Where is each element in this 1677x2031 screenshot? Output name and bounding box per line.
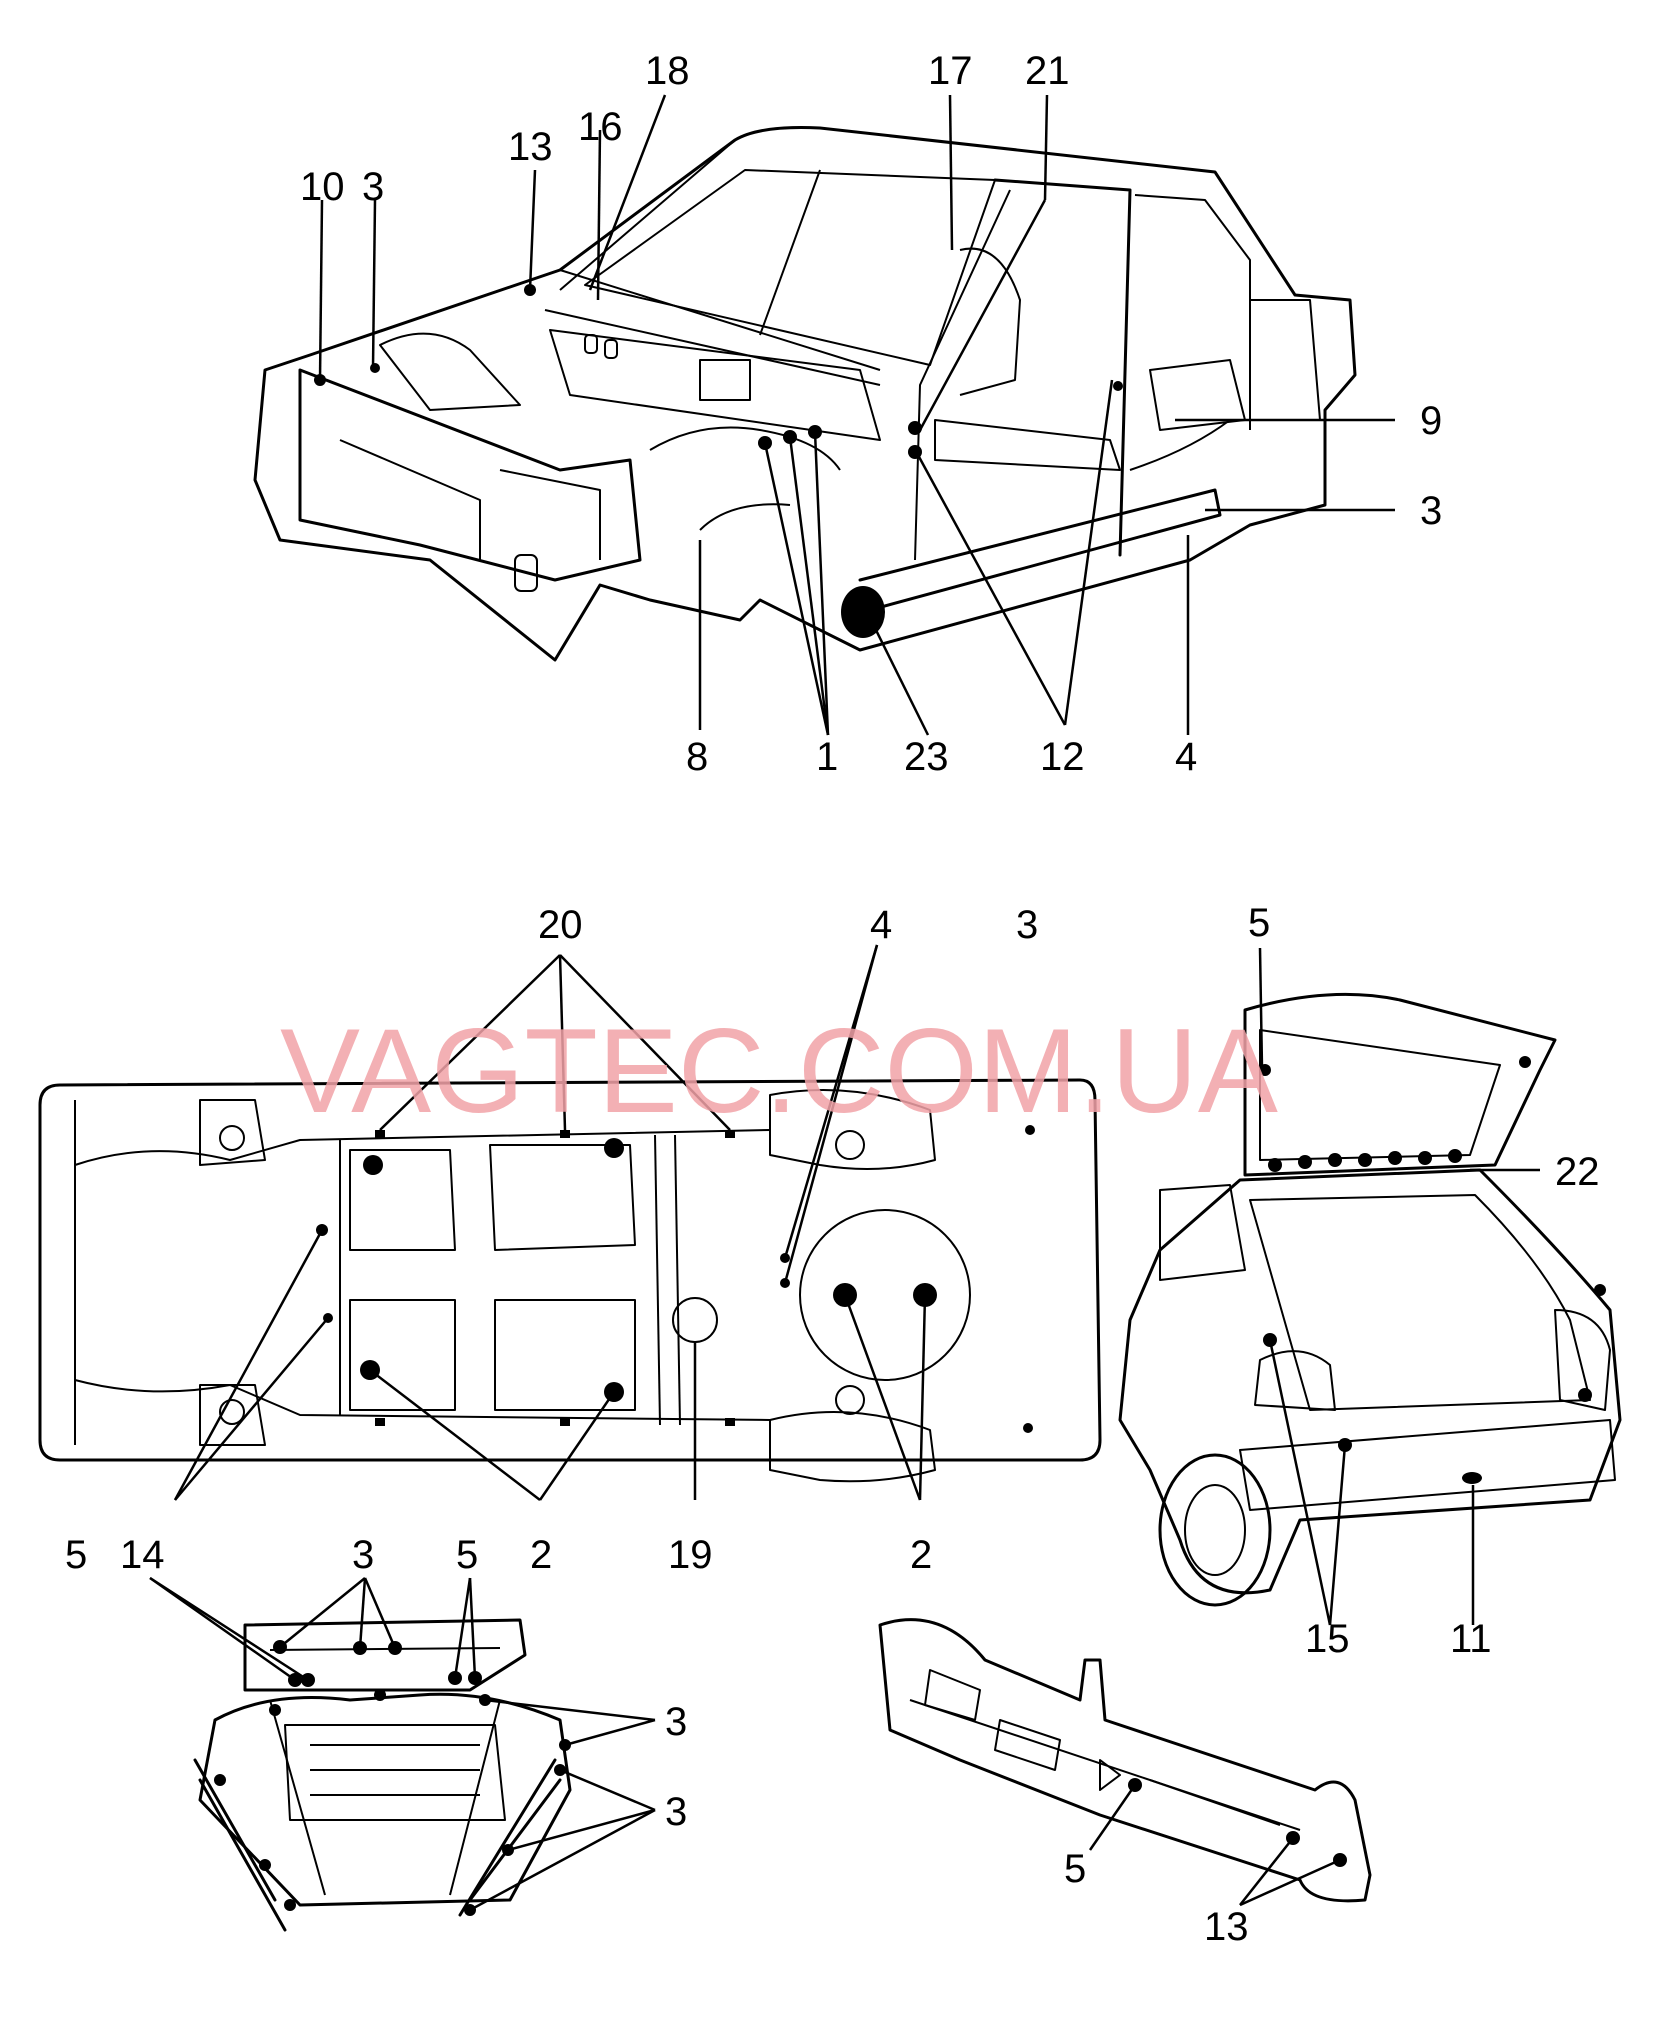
rear-hatch-view <box>1118 992 1622 1607</box>
rear-bumper-panel-view <box>878 1618 1372 1903</box>
callout-3d: 3 <box>352 1533 374 1577</box>
callout-16: 16 <box>578 105 623 149</box>
callout-5b: 5 <box>1248 901 1270 945</box>
callout-2b: 2 <box>910 1533 932 1577</box>
car-body-front-leaders <box>318 94 1395 736</box>
floor-pan-leaders <box>173 944 927 1501</box>
floor-pan-view <box>38 1078 1102 1483</box>
callout-1: 1 <box>816 735 838 779</box>
callout-3c: 3 <box>1016 903 1038 947</box>
rear-hatch-leaders <box>1258 947 1540 1626</box>
callout-3b: 3 <box>1420 489 1442 533</box>
rear-bumper-leaders <box>1088 1784 1341 1907</box>
floor-pan-callouts: 20 4 3 14 2 19 2 5 <box>65 903 1038 1577</box>
callout-5c: 5 <box>456 1533 478 1577</box>
callout-9: 9 <box>1420 399 1442 443</box>
callout-2: 2 <box>530 1533 552 1577</box>
watermark: VAGTEC.COM.UA <box>280 1004 1278 1138</box>
callout-14: 14 <box>120 1533 165 1577</box>
callout-8: 8 <box>686 735 708 779</box>
front-underbody-callouts: 3 5 3 3 <box>352 1533 687 1834</box>
callout-13: 13 <box>508 125 553 169</box>
callout-18: 18 <box>645 49 690 93</box>
rear-bumper-callouts: 5 13 <box>1064 1847 1249 1949</box>
rear-hatch-callouts: 5 22 15 11 <box>1248 901 1600 1661</box>
callout-13b: 13 <box>1204 1905 1249 1949</box>
car-body-front-callouts: 18 17 21 16 13 10 3 9 3 8 1 23 12 4 <box>300 49 1442 779</box>
callout-5: 5 <box>65 1533 87 1577</box>
callout-19: 19 <box>668 1533 713 1577</box>
front-underbody-leaders <box>149 1576 656 1912</box>
callout-3e: 3 <box>665 1700 687 1744</box>
callout-4: 4 <box>1175 735 1197 779</box>
callout-22: 22 <box>1555 1150 1600 1194</box>
callout-4b: 4 <box>870 903 892 947</box>
callout-12: 12 <box>1040 735 1085 779</box>
callout-10: 10 <box>300 165 345 209</box>
callout-5d: 5 <box>1064 1847 1086 1891</box>
car-body-front-view <box>253 126 1357 662</box>
callout-21: 21 <box>1025 49 1070 93</box>
callout-15: 15 <box>1305 1617 1350 1661</box>
callout-11: 11 <box>1450 1617 1492 1661</box>
front-underbody-view <box>193 1618 572 1932</box>
callout-20: 20 <box>538 903 583 947</box>
callout-23: 23 <box>904 735 949 779</box>
callout-17: 17 <box>928 49 973 93</box>
callout-3: 3 <box>362 165 384 209</box>
callout-3f: 3 <box>665 1790 687 1834</box>
